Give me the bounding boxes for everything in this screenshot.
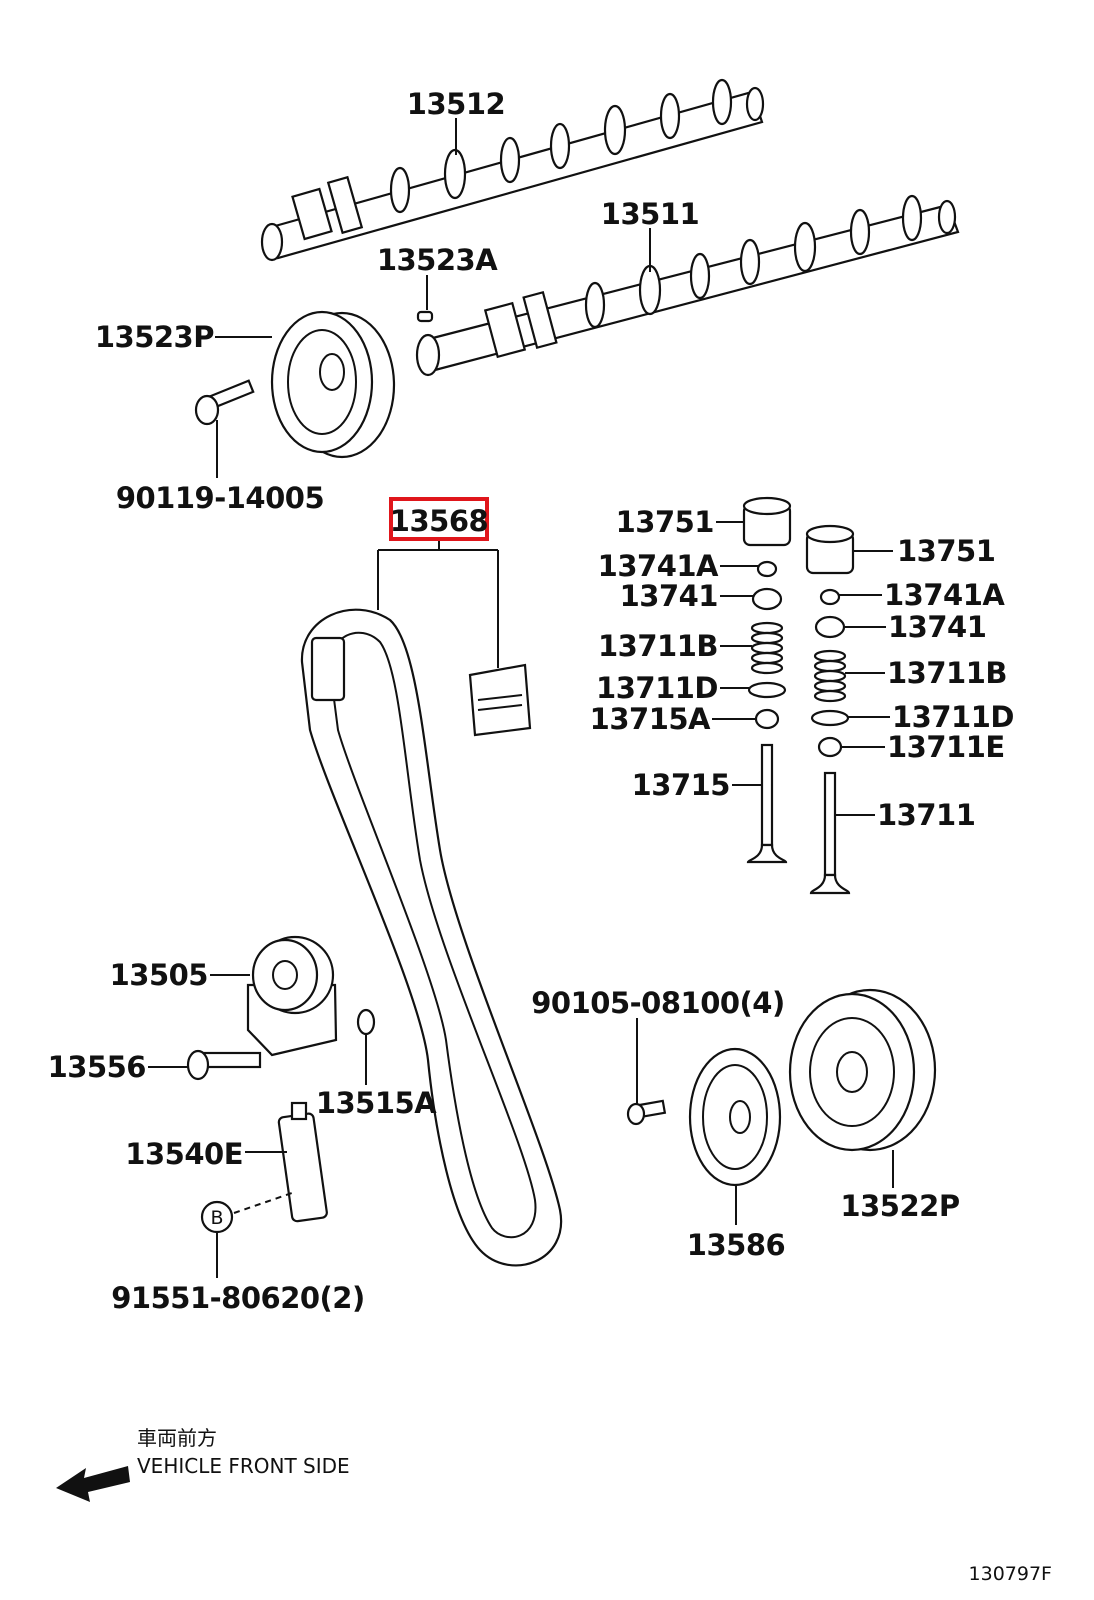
- camshaft-13511: [415, 194, 960, 377]
- label-91551-80620: 91551-80620(2): [111, 1281, 365, 1315]
- washer-13515A: [356, 1008, 376, 1036]
- label-13522P: 13522P: [840, 1189, 959, 1223]
- label-13540E: 13540E: [125, 1137, 243, 1171]
- label-90105-08100: 90105-08100(4): [531, 986, 785, 1020]
- valve-13711: [809, 771, 851, 895]
- belt-tag: [468, 663, 532, 737]
- label-13741A-right: 13741A: [884, 578, 1005, 612]
- label-13715A: 13715A: [590, 702, 711, 736]
- label-13711D-right: 13711D: [892, 700, 1014, 734]
- idler-13505: [246, 935, 338, 1057]
- part-labels: 13512 13511 13523A 13523P 90119-14005 13…: [48, 87, 1015, 1315]
- label-13512: 13512: [407, 87, 505, 121]
- figure-reference: 130797F: [969, 1563, 1052, 1585]
- label-13556: 13556: [48, 1050, 146, 1084]
- direction-indicator: 車両前方 VEHICLE FRONT SIDE: [56, 1426, 350, 1502]
- bolt-90119-14005: [194, 379, 255, 426]
- label-13741-right: 13741: [888, 610, 986, 644]
- tensioner-13540E: [277, 1101, 328, 1223]
- label-13586: 13586: [687, 1228, 785, 1262]
- label-90119-14005: 90119-14005: [116, 481, 324, 515]
- pulley-13522P: [788, 988, 937, 1152]
- label-13711E: 13711E: [887, 730, 1005, 764]
- valve-group-right: [805, 524, 855, 895]
- label-13741-left: 13741: [620, 579, 718, 613]
- key-13523A: [416, 310, 434, 323]
- bolt-90105-08100: [626, 1099, 667, 1126]
- label-13515A: 13515A: [316, 1086, 437, 1120]
- direction-jp: 車両前方: [137, 1426, 217, 1450]
- callout-b-label: B: [210, 1207, 223, 1229]
- pulley-13523P: [270, 310, 396, 459]
- label-13715: 13715: [632, 768, 730, 802]
- camshaft-13512: [260, 78, 765, 262]
- spring-left: [750, 621, 784, 675]
- label-13751-left: 13751: [616, 505, 714, 539]
- pulley-13586: [688, 1047, 782, 1187]
- leader-lines: [148, 118, 894, 1278]
- direction-en: VEHICLE FRONT SIDE: [137, 1454, 350, 1478]
- arrow-left-icon: [56, 1466, 130, 1502]
- label-13751-right: 13751: [897, 534, 995, 568]
- bolt-13556: [186, 1049, 262, 1081]
- label-13505: 13505: [110, 958, 208, 992]
- highlight-box: [389, 497, 489, 541]
- timing-belt-13568: [300, 608, 563, 1267]
- label-13711D-left: 13711D: [596, 671, 718, 705]
- label-13741A-left: 13741A: [598, 549, 719, 583]
- label-13523A: 13523A: [377, 243, 498, 277]
- label-13711B-left: 13711B: [598, 629, 718, 663]
- label-13711B-right: 13711B: [887, 656, 1007, 690]
- label-13711: 13711: [877, 798, 975, 832]
- callout-b: B: [200, 1192, 293, 1234]
- label-13511: 13511: [601, 197, 699, 231]
- spring-right: [813, 649, 847, 703]
- label-13523P: 13523P: [95, 320, 214, 354]
- label-13568: 13568: [390, 504, 488, 538]
- valve-13715: [746, 743, 788, 864]
- valve-group-left: [742, 496, 792, 864]
